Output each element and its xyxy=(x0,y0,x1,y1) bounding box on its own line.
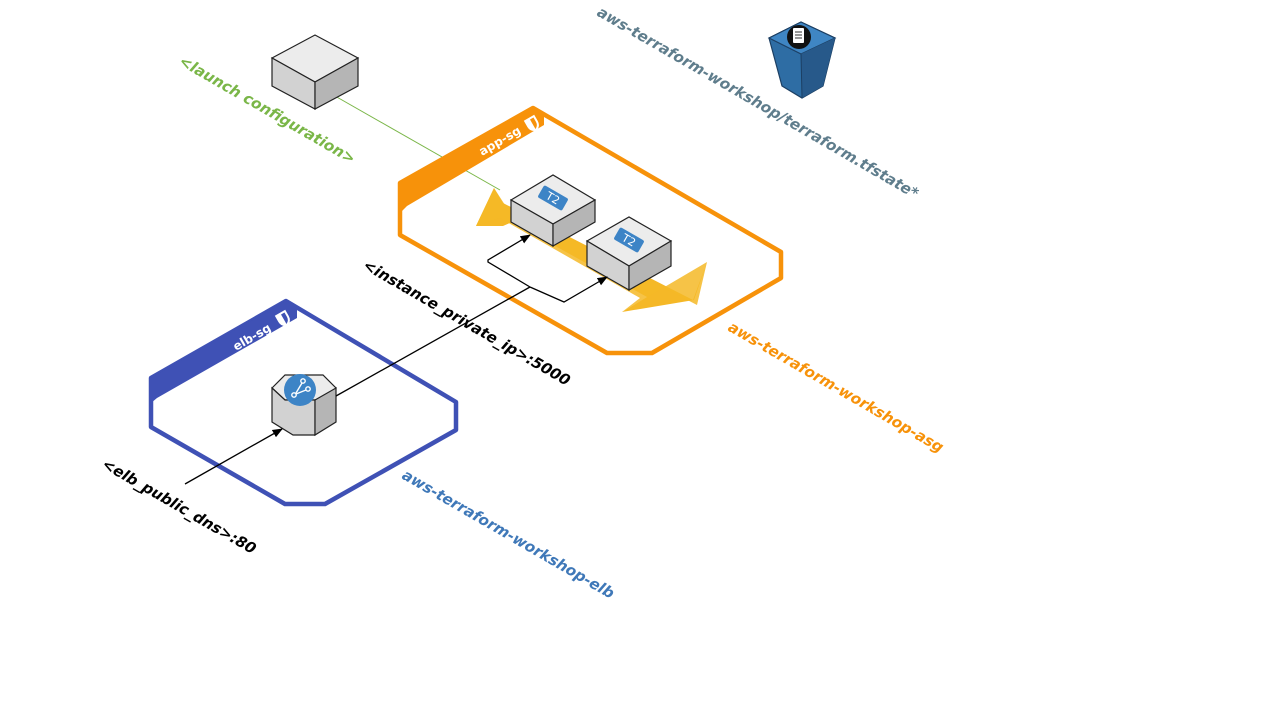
elb-to-instances-line xyxy=(335,286,531,397)
instance-type-label: T2 xyxy=(619,231,638,250)
app-sg-shield-icon xyxy=(523,114,539,132)
ec2-instance-2: T2 xyxy=(585,216,673,292)
s3-bucket-icon xyxy=(767,21,837,99)
launch-config-connector xyxy=(334,95,501,191)
instance-2-route-arrow xyxy=(529,276,608,303)
instance-type-badge xyxy=(538,185,568,211)
instance-type-badge xyxy=(614,227,644,253)
app-sg-tab xyxy=(400,108,544,213)
elb-name-label: aws-terraform-workshop-elb xyxy=(399,466,618,603)
document-icon xyxy=(787,25,811,49)
launch-config-cube-icon xyxy=(270,34,360,111)
elb-sg-shield-icon xyxy=(274,309,290,327)
instance-1-route-arrow xyxy=(487,234,531,288)
instance-type-label: T2 xyxy=(543,189,562,208)
elb-icon xyxy=(271,374,337,437)
instance-private-ip-label: <instance_private_ip>:5000 xyxy=(360,256,573,390)
elb-public-dns-label: <elb_public_dns>:80 xyxy=(99,455,259,558)
elb-sg-tab xyxy=(151,301,297,403)
elb-ingress-arrow xyxy=(184,428,283,485)
asg-name-label: aws-terraform-workshop-asg xyxy=(725,318,947,457)
ec2-instance-1: T2 xyxy=(509,174,597,248)
